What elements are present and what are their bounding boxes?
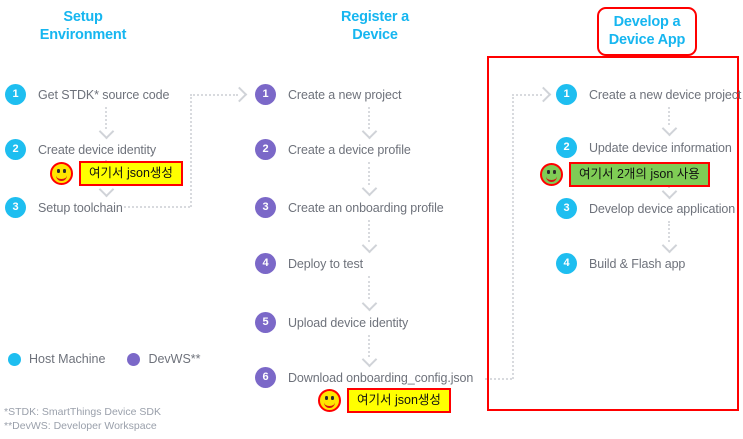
step-number-badge: 4 (556, 253, 577, 274)
column-title-register: Register a Device (340, 9, 410, 43)
smiley-face-icon (318, 389, 341, 412)
footnote-stdk: *STDK: SmartThings Device SDK (4, 406, 161, 418)
step-label: Download onboarding_config.json (288, 370, 474, 385)
smiley-face-icon (50, 162, 73, 185)
legend-item-devws: DevWS** (127, 352, 201, 366)
step-label: Build & Flash app (589, 256, 686, 271)
step-develop-1: 1 Create a new device project (556, 84, 741, 105)
step-setup-2: 2 Create device identity (5, 139, 156, 160)
step-label: Create a device profile (288, 142, 411, 157)
connector-setup-1-2 (105, 107, 107, 129)
connector-develop-3-4 (668, 221, 670, 242)
step-register-3: 3 Create an onboarding profile (255, 197, 444, 218)
step-number-badge: 1 (556, 84, 577, 105)
column-title-develop-highlighted: Develop a Device App (597, 7, 697, 56)
step-number-badge: 3 (556, 198, 577, 219)
legend-dot-purple-icon (127, 352, 141, 366)
annotation-text: 여기서 json생성 (347, 388, 451, 413)
footnotes: *STDK: SmartThings Device SDK **DevWS: D… (4, 406, 161, 433)
smiley-face-icon (540, 163, 563, 186)
step-label: Create device identity (38, 142, 157, 157)
step-setup-3: 3 Setup toolchain (5, 197, 123, 218)
step-label: Create a new device project (589, 87, 742, 102)
step-register-1: 1 Create a new project (255, 84, 401, 105)
step-number-badge: 3 (255, 197, 276, 218)
step-number-badge: 2 (5, 139, 26, 160)
step-develop-2: 2 Update device information (556, 137, 732, 158)
connector-col2-to-col3-horizontal-lower (485, 378, 512, 380)
step-label: Develop device application (589, 201, 736, 216)
step-register-4: 4 Deploy to test (255, 253, 363, 274)
step-label: Update device information (589, 140, 732, 155)
step-number-badge: 4 (255, 253, 276, 274)
arrow-down-icon (361, 180, 378, 197)
legend-label: Host Machine (29, 352, 106, 366)
arrow-down-icon (361, 123, 378, 140)
connector-register-5-6 (368, 335, 370, 357)
connector-register-4-5 (368, 276, 370, 299)
column-title-setup: Setup Environment (39, 9, 127, 43)
legend-item-host-machine: Host Machine (8, 352, 105, 366)
step-label: Deploy to test (288, 256, 364, 271)
annotation-text: 여기서 2개의 json 사용 (569, 162, 710, 187)
arrow-down-icon (361, 237, 378, 254)
connector-register-3-4 (368, 220, 370, 242)
step-setup-1: 1 Get STDK* source code (5, 84, 169, 105)
step-register-6: 6 Download onboarding_config.json (255, 367, 473, 388)
step-label: Setup toolchain (38, 200, 123, 215)
arrow-down-icon (361, 351, 378, 368)
connector-develop-1-2 (668, 107, 670, 125)
annotation-develop-json: 여기서 2개의 json 사용 (540, 162, 710, 187)
step-number-badge: 1 (5, 84, 26, 105)
annotation-setup-json: 여기서 json생성 (50, 161, 183, 186)
connector-col2-to-col3-horizontal-upper (512, 94, 542, 96)
step-number-badge: 3 (5, 197, 26, 218)
connector-col1-to-col2-horizontal-lower (124, 206, 190, 208)
annotation-text: 여기서 json생성 (79, 161, 183, 186)
step-number-badge: 2 (255, 139, 276, 160)
arrow-down-icon (98, 123, 115, 140)
step-develop-3: 3 Develop device application (556, 198, 735, 219)
connector-register-2-3 (368, 162, 370, 185)
arrow-down-icon (361, 295, 378, 312)
step-register-2: 2 Create a device profile (255, 139, 411, 160)
connector-col1-to-col2-horizontal-upper (190, 94, 238, 96)
step-label: Upload device identity (288, 315, 409, 330)
step-number-badge: 2 (556, 137, 577, 158)
step-number-badge: 5 (255, 312, 276, 333)
step-register-5: 5 Upload device identity (255, 312, 408, 333)
step-number-badge: 6 (255, 367, 276, 388)
legend-label: DevWS** (148, 352, 201, 366)
step-label: Create a new project (288, 87, 402, 102)
develop-highlight-box (487, 56, 739, 411)
arrow-right-icon (231, 86, 248, 103)
footnote-devws: **DevWS: Developer Workspace (4, 419, 157, 432)
step-develop-4: 4 Build & Flash app (556, 253, 685, 274)
legend-dot-cyan-icon (8, 352, 21, 366)
step-label: Create an onboarding profile (288, 200, 444, 215)
step-label: Get STDK* source code (38, 87, 170, 102)
connector-register-1-2 (368, 107, 370, 129)
connector-col2-to-col3-vertical (512, 94, 514, 379)
annotation-register-json: 여기서 json생성 (318, 388, 451, 413)
step-number-badge: 1 (255, 84, 276, 105)
connector-col1-to-col2-vertical (190, 94, 192, 207)
legend: Host Machine DevWS** (8, 352, 223, 366)
